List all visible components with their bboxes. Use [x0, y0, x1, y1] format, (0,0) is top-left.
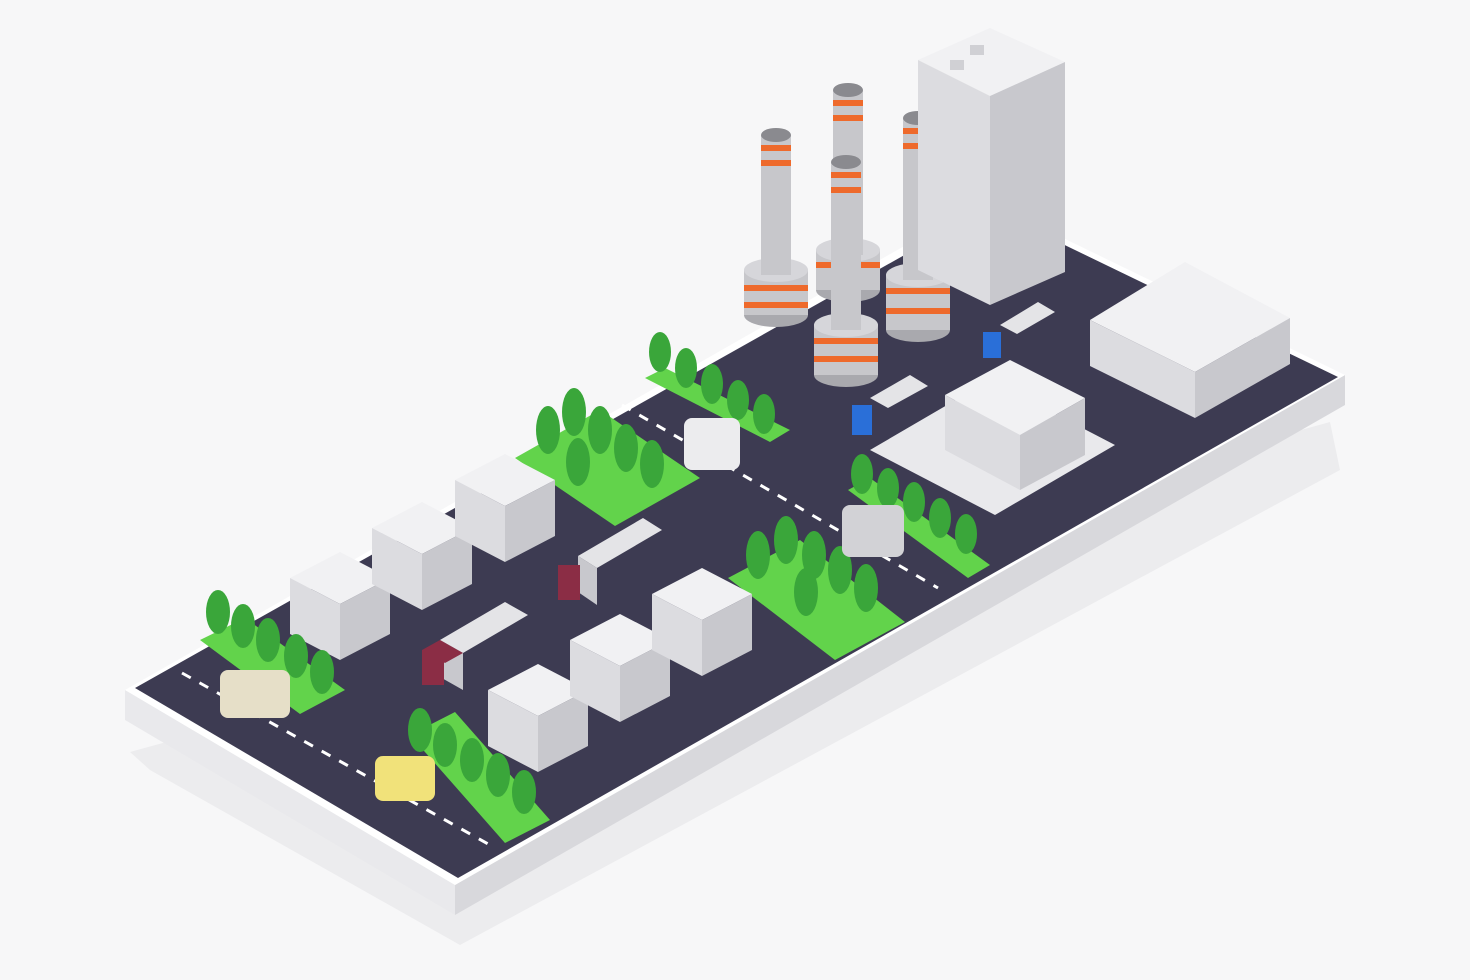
transformer-3 — [455, 454, 555, 562]
low-building-right — [1090, 262, 1290, 418]
truck-2 — [558, 518, 662, 605]
car-3 — [684, 418, 740, 470]
tree-cluster-4 — [746, 516, 878, 616]
base-left-side — [125, 690, 455, 915]
tree-row-1 — [206, 590, 334, 694]
truck-3 — [852, 375, 928, 435]
road-lane-markings — [181, 403, 939, 847]
tree-row-2 — [408, 708, 536, 814]
transformer-2 — [372, 502, 472, 610]
smokestack-1 — [744, 128, 808, 327]
tree-row-6 — [851, 454, 977, 554]
grass-patch-3 — [515, 410, 700, 526]
substation-building — [870, 360, 1115, 515]
transformer-5 — [570, 614, 670, 722]
transformer-4 — [488, 664, 588, 772]
car-1 — [220, 670, 290, 718]
tree-row-5 — [649, 332, 775, 434]
truck-4 — [983, 302, 1055, 358]
office-tower — [918, 28, 1065, 305]
grass-patch-5 — [645, 368, 790, 442]
car-2 — [375, 756, 435, 801]
transformer-6 — [652, 568, 752, 676]
truck-1 — [422, 602, 528, 690]
car-4 — [842, 505, 904, 557]
base-front-side — [455, 375, 1345, 915]
smokestack-4 — [814, 155, 878, 387]
tree-cluster-3 — [536, 388, 664, 488]
